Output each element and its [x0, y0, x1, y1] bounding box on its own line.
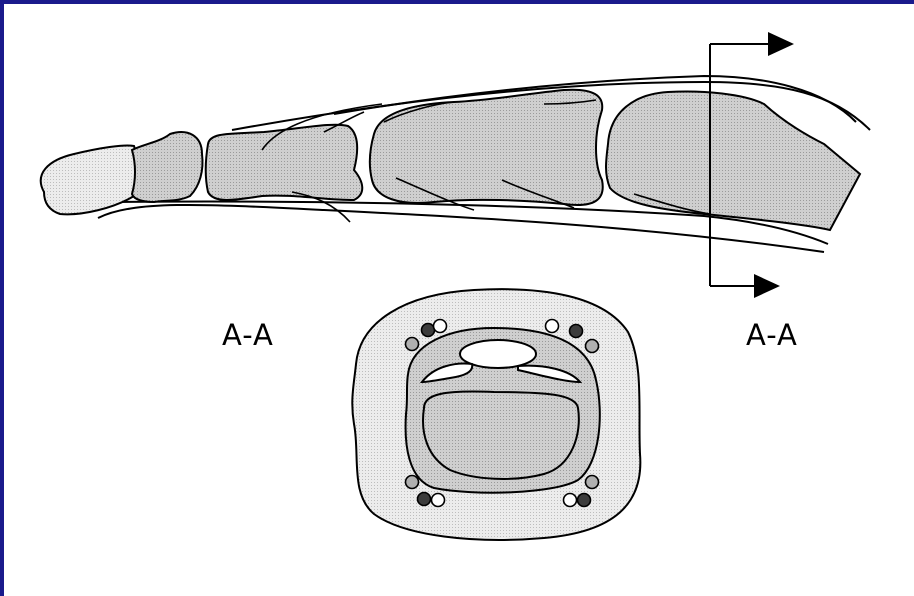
middle-phalanx [206, 125, 363, 200]
finger-anatomy-drawing [4, 4, 914, 596]
section-label-left: A-A [222, 318, 274, 352]
metacarpal [606, 92, 860, 231]
section-arrow-bottom [754, 274, 780, 298]
section-label-right: A-A [746, 318, 798, 352]
proximal-phalanx [370, 90, 603, 205]
distal-phalanx [132, 132, 203, 202]
cross-section-view [352, 289, 640, 540]
cross-section-bone [423, 392, 579, 479]
section-arrow-top [768, 32, 794, 56]
distal-phalanx-tip [41, 145, 139, 214]
